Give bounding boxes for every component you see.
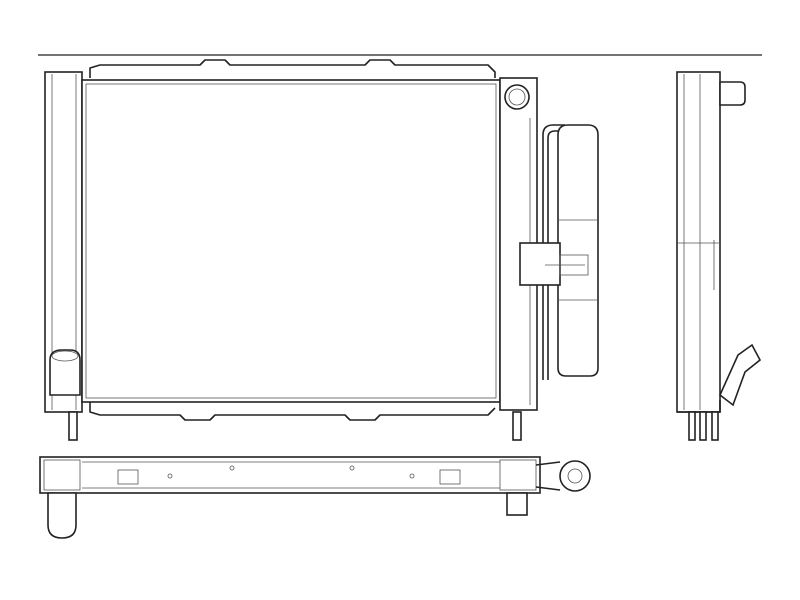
outlet-pipe [49, 349, 81, 396]
bottom-view [39, 456, 591, 539]
mount-pin-right [512, 411, 522, 441]
bottom-pin-stub [506, 492, 528, 516]
dryer-bracket [519, 242, 561, 286]
bottom-outlet-pipe [47, 492, 77, 539]
side-pin-3 [711, 411, 719, 441]
bottom-rail [89, 402, 496, 421]
dryer-end [559, 460, 591, 492]
side-tank [676, 71, 721, 413]
mount-pin-left [68, 411, 78, 441]
top-rail [89, 59, 496, 78]
side-pin-1 [688, 411, 696, 441]
side-outlet-pipe [719, 343, 762, 407]
radiator-core [81, 79, 501, 403]
bottom-frame [39, 456, 541, 494]
condenser-pipe [542, 124, 565, 380]
side-inlet-pipe [719, 81, 746, 106]
front-view [44, 59, 599, 441]
receiver-dryer [557, 124, 599, 377]
dryer-connector [535, 461, 561, 491]
side-view [676, 71, 762, 441]
side-pin-2 [699, 411, 707, 441]
filler-cap [504, 84, 530, 110]
